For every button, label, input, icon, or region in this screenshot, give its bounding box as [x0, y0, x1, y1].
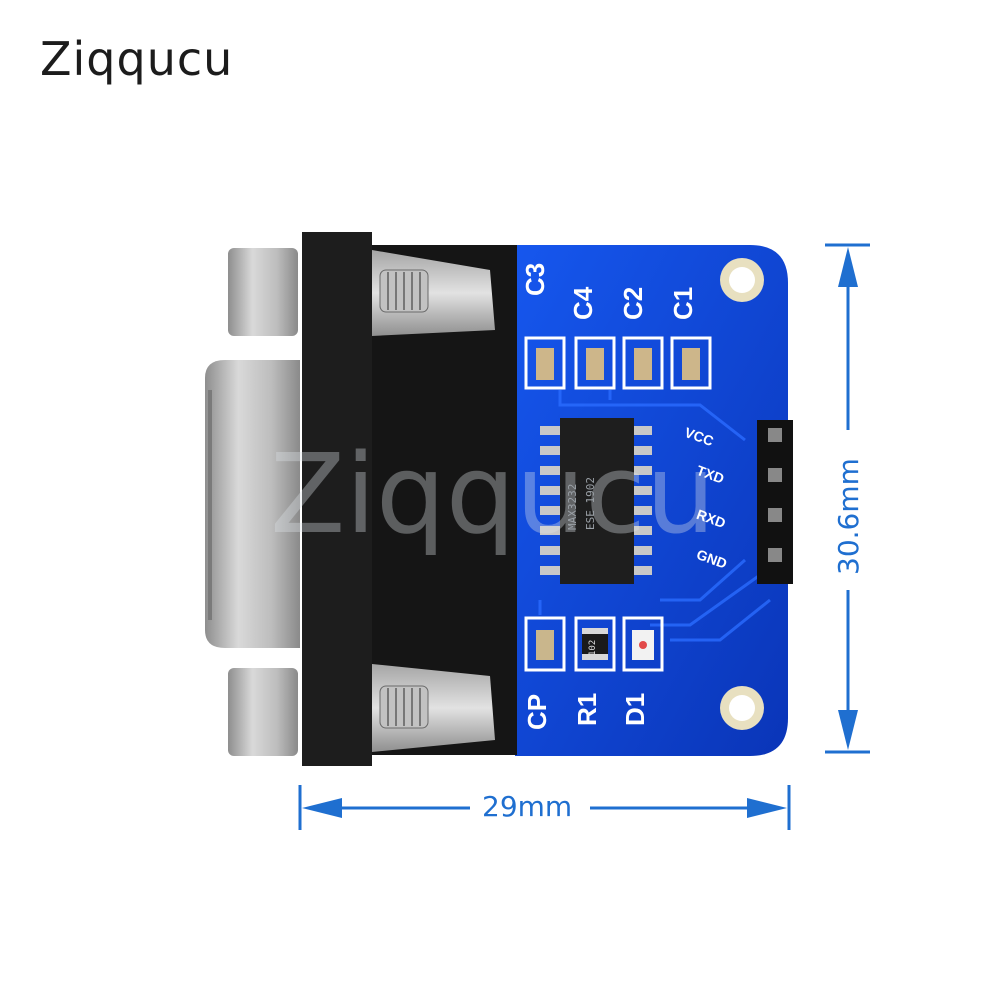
top-capacitors	[524, 336, 712, 390]
label-d1: D1	[620, 692, 650, 726]
label-cp: CP	[522, 693, 552, 730]
bottom-components	[524, 616, 664, 672]
watermark-text: Ziqqucu	[270, 430, 716, 558]
watermark: Ziqqucu	[270, 430, 715, 558]
label-c2: C2	[618, 286, 648, 320]
brand-logo: Ziqqucu	[40, 32, 233, 86]
label-c1: C1	[668, 286, 698, 320]
pcb-board	[515, 245, 793, 756]
dimension-lines	[298, 243, 870, 830]
resistor-marking: 102	[588, 639, 598, 656]
pin-header	[757, 420, 793, 584]
dimension-height-label: 30.6mm	[832, 458, 865, 575]
chip-marking-line1: MAX3232	[566, 483, 579, 530]
dimension-width-label: 29mm	[482, 790, 573, 823]
brand-logo-text: Ziqqucu	[40, 32, 234, 86]
label-r1: R1	[572, 692, 602, 726]
ic-chip	[540, 418, 652, 584]
label-c4: C4	[568, 286, 598, 320]
chip-marking-line2: ESE 1902	[584, 477, 597, 530]
db9-connector	[205, 232, 517, 766]
label-c3: C3	[520, 262, 550, 296]
